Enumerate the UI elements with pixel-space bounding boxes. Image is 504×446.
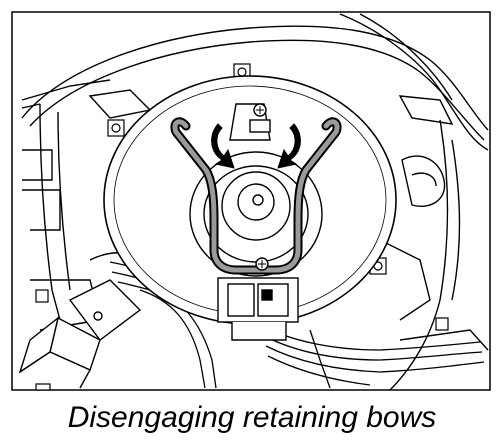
curved-arrow-icon [211, 123, 301, 169]
bulb-plug [217, 277, 299, 341]
bulb-socket [189, 103, 323, 277]
wiring-connector [18, 279, 142, 389]
retaining-bow [170, 117, 342, 275]
figure-caption: Disengaging retaining bows [67, 401, 437, 434]
